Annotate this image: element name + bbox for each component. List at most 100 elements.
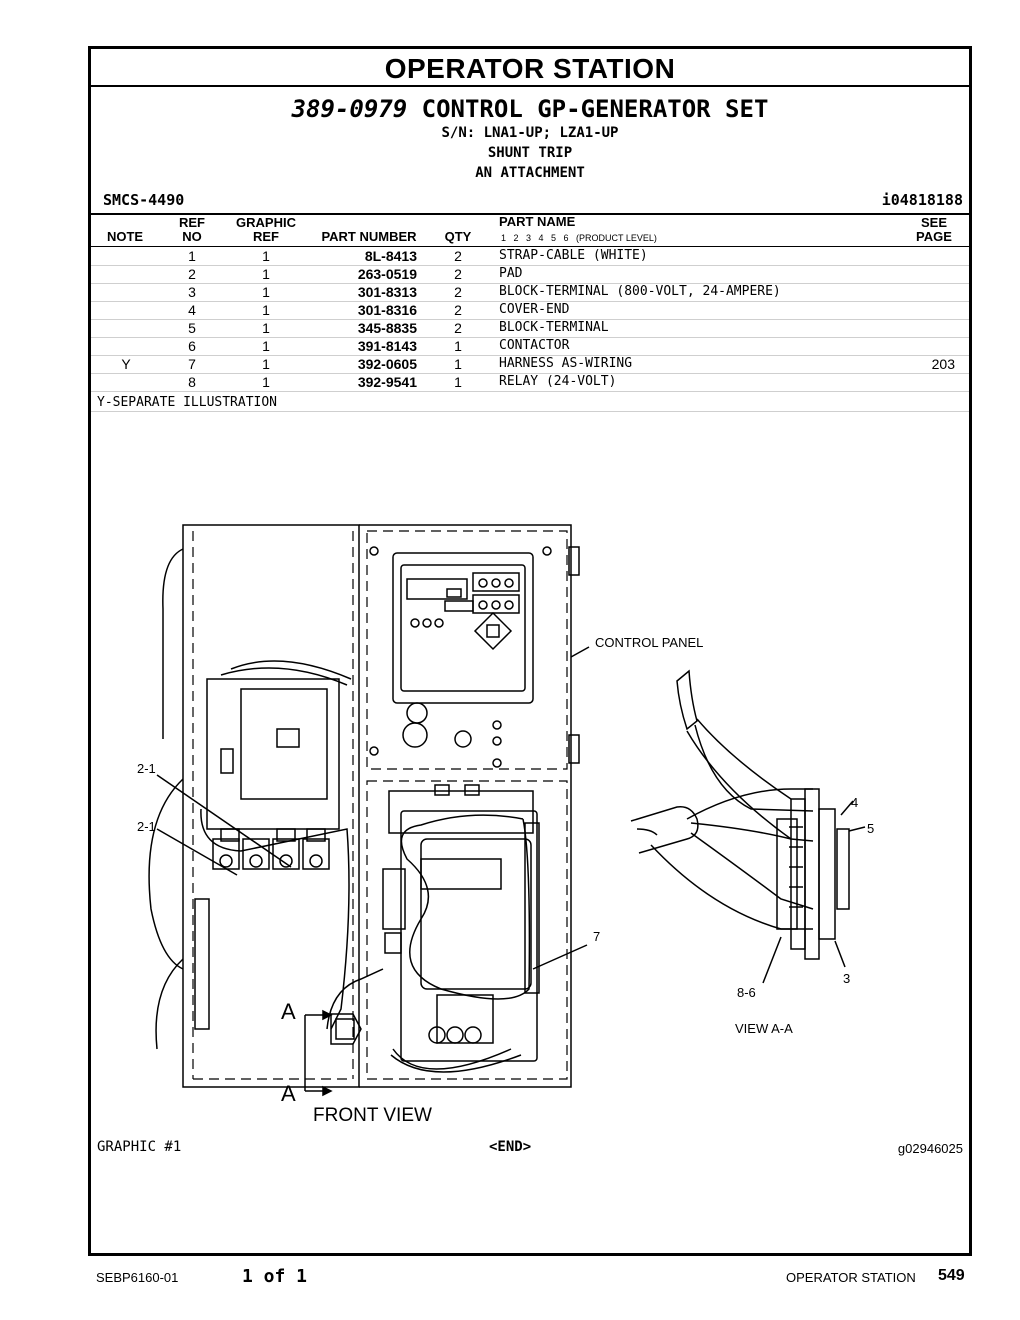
row-qty: 1 (454, 374, 462, 390)
row-graphic: 1 (262, 248, 270, 264)
row-part-number: 345-8835 (357, 320, 417, 336)
row-qty: 2 (454, 320, 462, 336)
control-box (359, 524, 572, 1088)
row-qty: 1 (454, 338, 462, 354)
header-part-name: PART NAME (499, 214, 576, 229)
table-top-rule (91, 213, 969, 215)
table-row: 3 1 301-8313 2 BLOCK-TERMINAL (800-VOLT,… (91, 283, 969, 302)
callout-2-1b: 2-1 (137, 819, 156, 834)
row-ref: 4 (188, 302, 196, 318)
serial-numbers: S/N: LNA1-UP; LZA1-UP (441, 125, 619, 141)
row-graphic: 1 (262, 320, 270, 336)
group-subtitle-2: AN ATTACHMENT (475, 165, 585, 181)
leader-2-1b (156, 828, 238, 876)
row-part-name: BLOCK-TERMINAL (499, 320, 609, 335)
row-part-name: BLOCK-TERMINAL (800-VOLT, 24-AMPERE) (499, 284, 781, 299)
header-rule (91, 246, 969, 247)
row-part-name: CONTACTOR (499, 338, 570, 353)
row-part-name: STRAP-CABLE (WHITE) (499, 248, 648, 263)
leader-5 (848, 826, 866, 832)
callout-4: 4 (851, 795, 858, 810)
page-frame: OPERATOR STATION 389-0979 CONTROL GP-GEN… (88, 46, 972, 1256)
contactor (206, 678, 340, 830)
section-a-bottom: A (281, 1081, 296, 1106)
view-aa-detail (630, 669, 850, 960)
footer-page-of: 1 of 1 (242, 1266, 308, 1287)
row-part-name: PAD (499, 266, 523, 281)
row-part-number: 391-8143 (357, 338, 417, 354)
row-ref: 5 (188, 320, 196, 336)
row-qty: 2 (454, 302, 462, 318)
parts-illustration: 2-1 2-1 CONTROL PANEL 7 4 5 3 8-6 VIEW A… (137, 524, 874, 1126)
table-row: Y 7 1 392-0605 1 HARNESS AS-WIRING 203 (91, 355, 969, 374)
table-row: 2 1 263-0519 2 PAD (91, 265, 969, 284)
header-ref-bottom: NO (182, 229, 202, 244)
row-graphic: 1 (262, 266, 270, 282)
header-ref-top: REF (179, 215, 205, 230)
header-product-levels: 1 2 3 4 5 6 (PRODUCT LEVEL) (501, 233, 657, 243)
row-note: Y (121, 356, 131, 372)
callout-7: 7 (593, 929, 600, 944)
graphic-number: GRAPHIC #1 (97, 1139, 182, 1155)
row-graphic: 1 (262, 356, 270, 372)
row-qty: 2 (454, 248, 462, 264)
smcs-code: SMCS-4490 (103, 191, 185, 209)
group-name: CONTROL GP-GENERATOR SET (421, 95, 769, 123)
group-title: 389-0979 CONTROL GP-GENERATOR SET (91, 95, 969, 123)
row-part-number: 392-9541 (357, 374, 417, 390)
leader-3 (834, 940, 846, 968)
row-see-page[interactable]: 203 (931, 356, 955, 372)
row-part-number: 301-8313 (357, 284, 417, 300)
row-part-number: 301-8316 (357, 302, 417, 318)
row-ref: 3 (188, 284, 196, 300)
leader-7 (532, 944, 588, 970)
row-ref: 7 (188, 356, 196, 372)
control-panel-label: CONTROL PANEL (595, 635, 703, 650)
table-row: 6 1 391-8143 1 CONTACTOR (91, 337, 969, 356)
view-aa-label: VIEW A-A (735, 1021, 793, 1036)
note-legend: Y-SEPARATE ILLUSTRATION (97, 395, 278, 410)
illustration-ref: i04818188 (881, 191, 963, 209)
footer-page-number: 549 (938, 1267, 965, 1284)
callout-8-6: 8-6 (737, 985, 756, 1000)
row-qty: 2 (454, 266, 462, 282)
callout-2-1a: 2-1 (137, 761, 156, 776)
row-part-number: 8L-8413 (364, 248, 417, 264)
row-part-name: HARNESS AS-WIRING (499, 356, 633, 371)
group-subtitle-1: SHUNT TRIP (487, 145, 573, 161)
row-graphic: 1 (262, 302, 270, 318)
section-title: OPERATOR STATION (91, 49, 969, 87)
row-part-name: COVER-END (499, 302, 570, 317)
leader-4 (840, 800, 854, 816)
row-qty: 1 (454, 356, 462, 372)
leader-2-1a (156, 774, 292, 868)
table-row: 4 1 301-8316 2 COVER-END (91, 301, 969, 320)
table-row: 8 1 392-9541 1 RELAY (24-VOLT) (91, 373, 969, 392)
terminal-blocks (212, 828, 330, 870)
section-a-top: A (281, 999, 296, 1024)
row-qty: 2 (454, 284, 462, 300)
legend-rule (91, 411, 969, 412)
row-ref: 8 (188, 374, 196, 390)
header-see-top: SEE (920, 215, 947, 230)
row-graphic: 1 (262, 338, 270, 354)
group-part-number: 389-0979 (291, 95, 408, 123)
row-graphic: 1 (262, 374, 270, 390)
table-row: 1 1 8L-8413 2 STRAP-CABLE (WHITE) (91, 247, 969, 266)
control-panel-module (392, 552, 534, 704)
header-part-number: PART NUMBER (321, 229, 417, 244)
header-graphic-top: GRAPHIC (236, 215, 296, 230)
table-row: 5 1 345-8835 2 BLOCK-TERMINAL (91, 319, 969, 338)
row-part-number: 263-0519 (357, 266, 417, 282)
row-graphic: 1 (262, 284, 270, 300)
leader-8-6 (762, 936, 782, 984)
graphic-ref: g02946025 (897, 1141, 963, 1156)
leader-control-panel (570, 646, 590, 658)
footer-doc-number: SEBP6160-01 (96, 1270, 179, 1285)
row-part-name: RELAY (24-VOLT) (499, 374, 617, 389)
footer-section: OPERATOR STATION (786, 1270, 916, 1285)
header-note: NOTE (106, 229, 144, 244)
callout-3: 3 (843, 971, 850, 986)
end-marker: <END> (489, 1139, 532, 1155)
header-graphic-bottom: REF (253, 229, 279, 244)
